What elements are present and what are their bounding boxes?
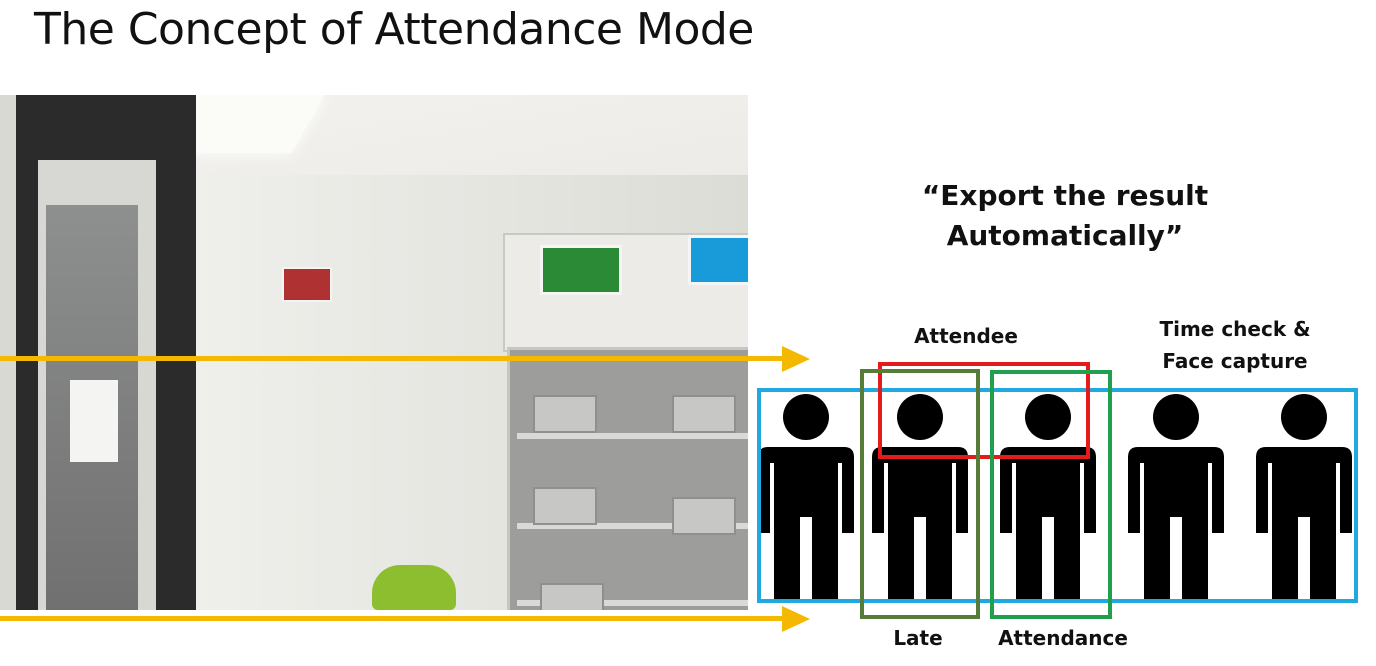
page-title: The Concept of Attendance Mode [34,4,754,55]
blue-marker-card [688,235,748,285]
person-icon [758,394,854,599]
red-marker-card [282,267,332,302]
export-line-1: “Export the result [921,179,1209,212]
green-marker-card [540,245,622,295]
time-check-line-1: Time check & [1159,317,1311,341]
time-check-box [757,388,1358,603]
person-icon [1000,394,1096,599]
export-line-2: Automatically” [946,219,1184,252]
late-label: Late [893,626,943,650]
attendee-box [878,362,1090,459]
time-check-label: Time check & Face capture [1140,313,1330,377]
attendance-label: Attendance [998,626,1128,650]
classroom-photo [0,95,748,610]
green-chair [372,565,456,610]
time-check-line-2: Face capture [1162,349,1308,373]
attendance-box [990,370,1112,619]
late-box [860,369,980,619]
person-icon [872,394,968,599]
attendee-label: Attendee [914,324,1018,348]
export-result-text: “Export the result Automatically” [920,176,1210,256]
person-icon [1128,394,1224,599]
person-icon [1256,394,1352,599]
